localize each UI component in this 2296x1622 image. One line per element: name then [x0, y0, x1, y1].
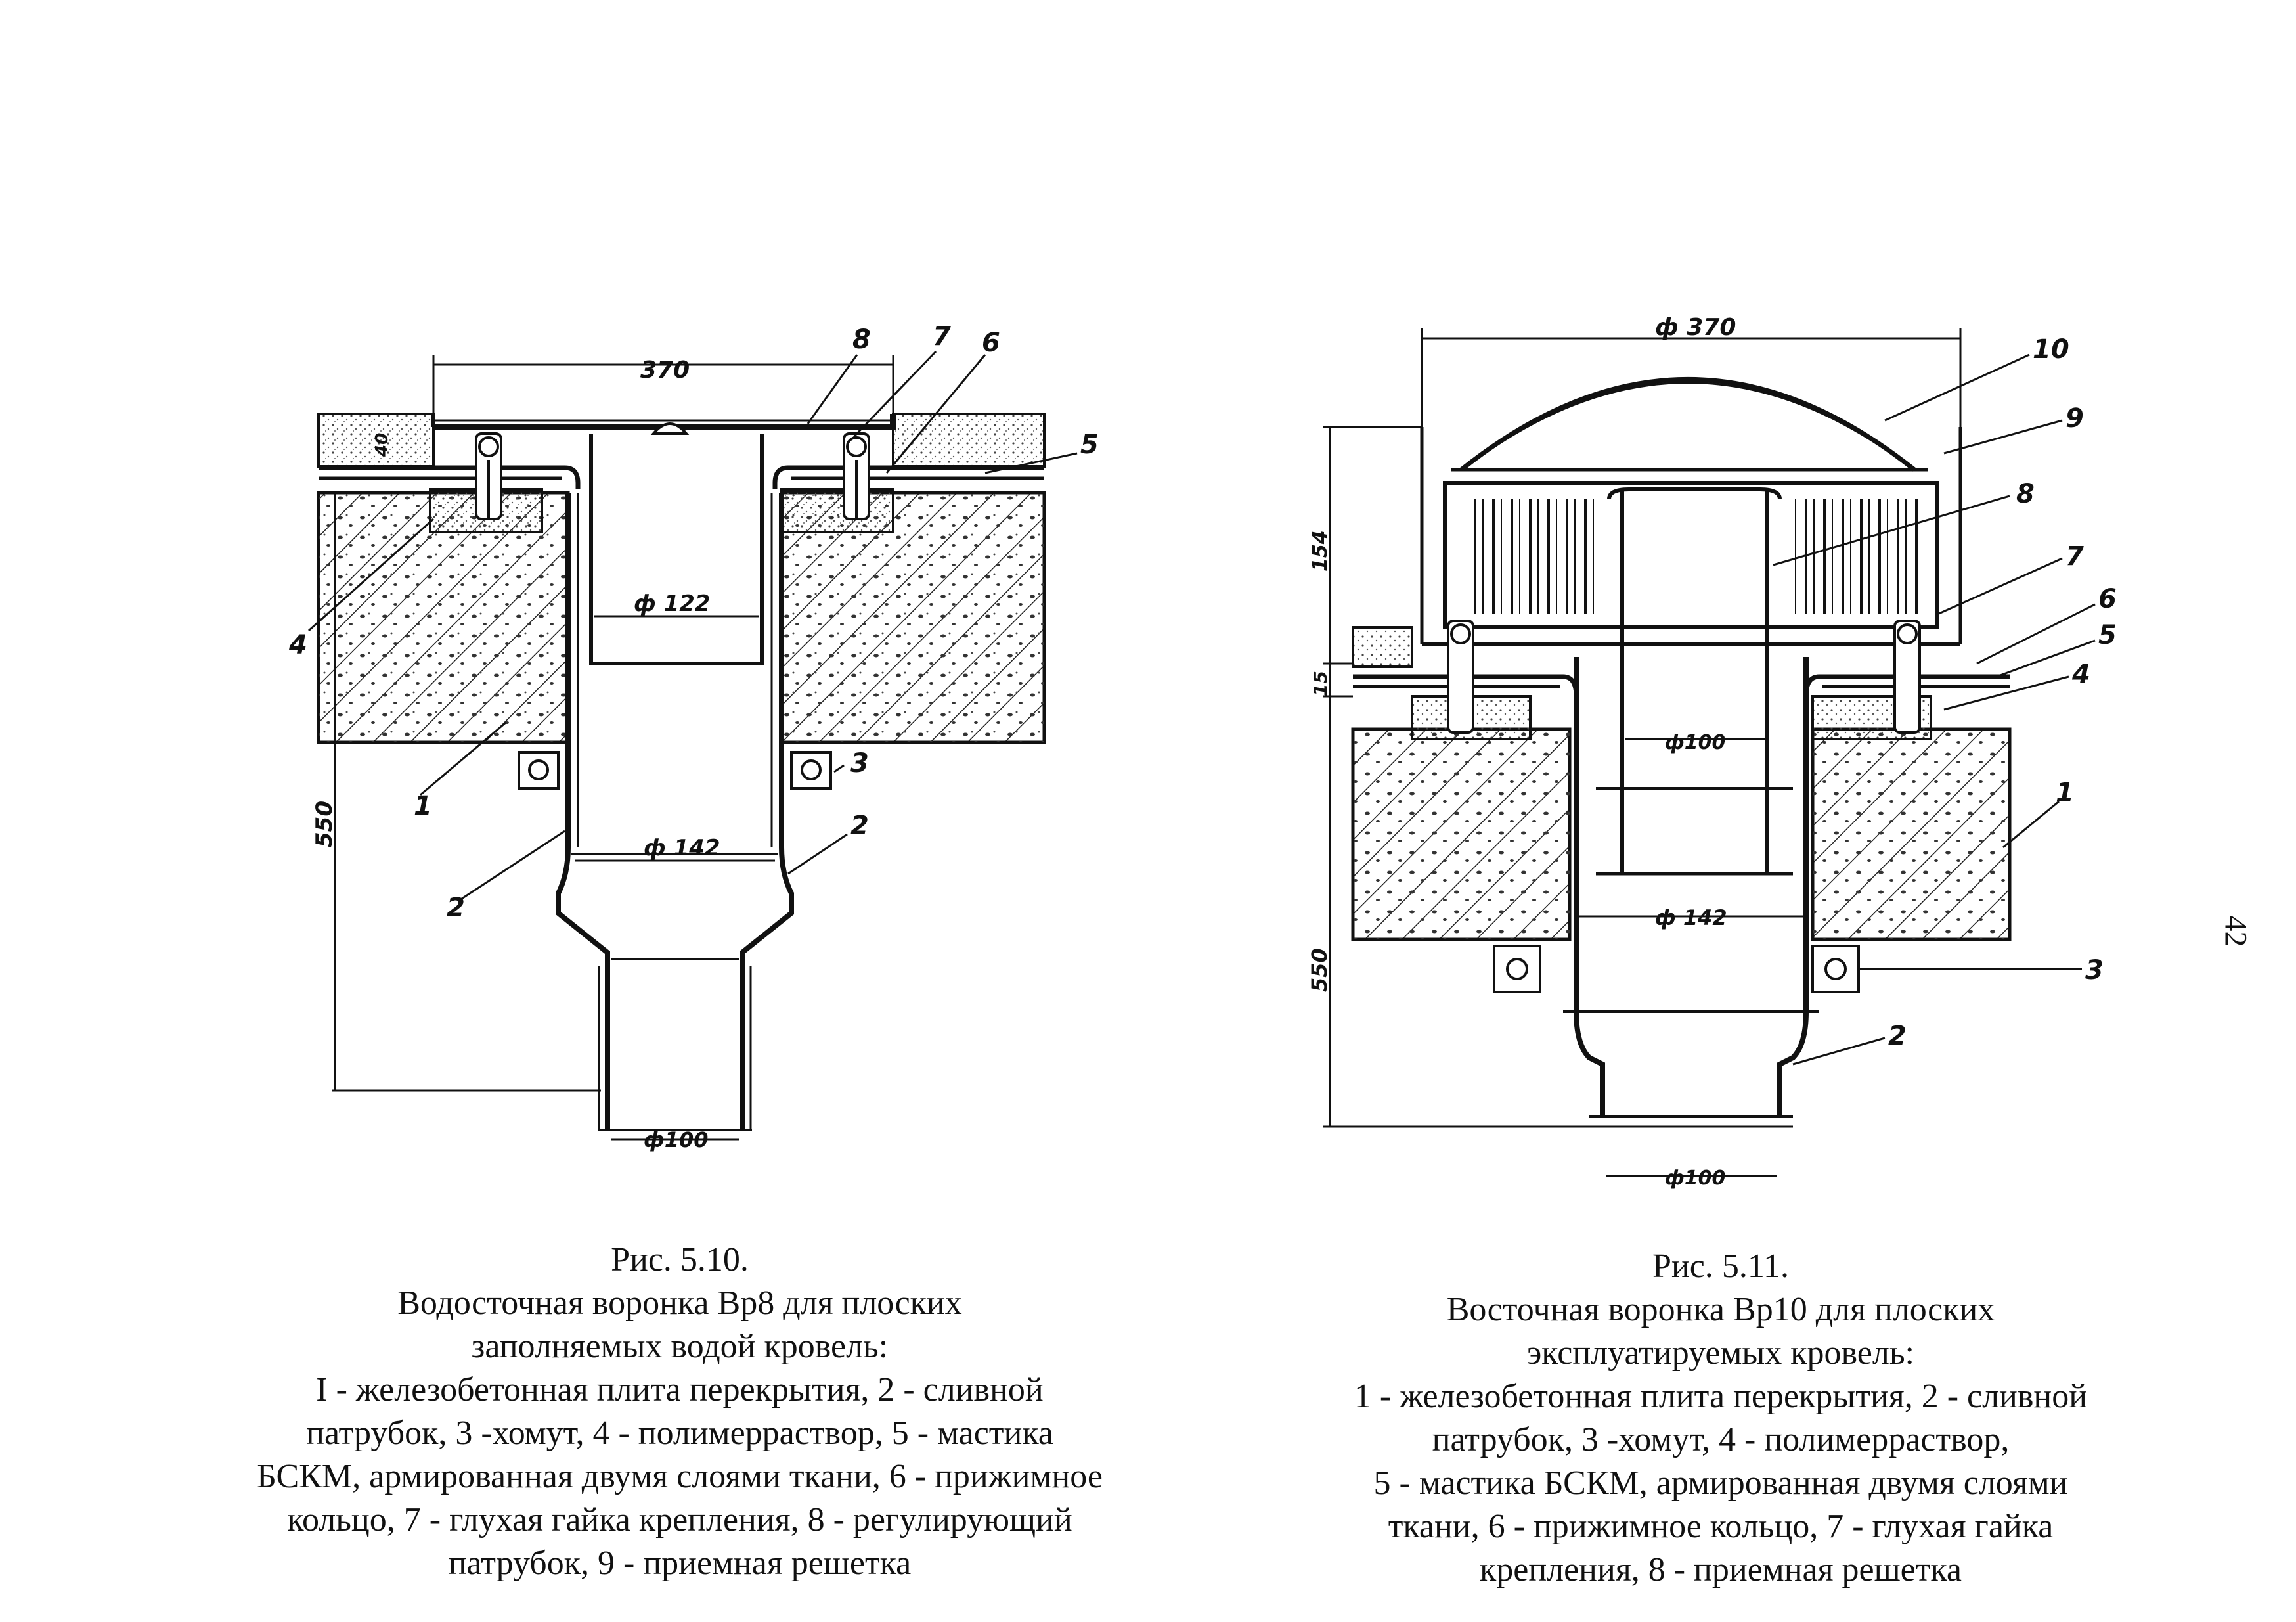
dim-d-bottom: ф100 — [1665, 1167, 1725, 1190]
inner-sleeve — [1596, 487, 1793, 876]
clamp-right — [790, 751, 832, 790]
slab-left — [1351, 727, 1572, 941]
callout-5: 5 — [1080, 430, 1099, 460]
dim-d-inner: ф100 — [1665, 731, 1725, 754]
regulating-sleeve — [431, 414, 896, 665]
caption-line: патрубок, 9 - приемная решетка — [448, 1544, 912, 1582]
caption-line: 5 - мастика БСКМ, армированная двумя сло… — [1373, 1464, 2068, 1502]
callout-3: 3 — [2085, 955, 2104, 985]
funnel-body — [556, 493, 794, 1131]
callout-8: 8 — [852, 325, 871, 355]
caption-line: патрубок, 3 -хомут, 4 - полимерраствор, — [1432, 1421, 2010, 1458]
dome-cover — [1459, 377, 1916, 472]
callout-6: 6 — [2098, 584, 2117, 614]
dim-d-bottom: ф100 — [644, 1127, 709, 1152]
slab-left — [317, 491, 570, 744]
callout-7: 7 — [933, 321, 951, 351]
mastic-membrane — [319, 465, 1044, 489]
caption-line: 1 - железобетонная плита перекрытия, 2 -… — [1354, 1378, 2088, 1415]
slab-right — [780, 491, 1046, 744]
callout-9: 9 — [2065, 403, 2084, 434]
dim-width: 370 — [640, 357, 690, 384]
page-number: 42 — [2218, 915, 2253, 947]
slab-right — [1811, 727, 2012, 941]
dim-layer: 40 — [372, 433, 392, 457]
mortar-right — [780, 488, 894, 533]
bolt-right — [1893, 620, 1921, 734]
bolt-right — [843, 432, 870, 520]
callout-8: 8 — [2016, 479, 2035, 509]
caption-line: Рис. 5.10. — [611, 1241, 749, 1278]
caption-line: Восточная воронка Вр10 для плоских — [1446, 1291, 1995, 1328]
clamp-left — [518, 751, 560, 790]
dim-h-mid: 15 — [1310, 671, 1331, 696]
dim-d-top: ф 122 — [634, 591, 711, 617]
callout-3: 3 — [850, 748, 869, 778]
caption-line: крепления, 8 - приемная решетка — [1479, 1551, 1962, 1588]
funnel-body — [1563, 657, 1819, 1128]
caption-line: эксплуатируемых кровель: — [1526, 1334, 1914, 1372]
callout-1: 1 — [414, 791, 432, 821]
caption-line: заполняемых водой кровель: — [471, 1328, 889, 1365]
caption-figure-5-10: Рис. 5.10. Водосточная воронка Вр8 для п… — [210, 1238, 1149, 1585]
caption-line: Водосточная воронка Вр8 для плоских — [397, 1284, 962, 1322]
caption-line: БСКМ, армированная двумя слоями ткани, 6… — [257, 1458, 1103, 1495]
clamp-right — [1811, 945, 1860, 993]
callout-7: 7 — [2065, 541, 2084, 572]
caption-line: кольцо, 7 - глухая гайка крепления, 8 - … — [287, 1501, 1072, 1539]
bolt-left — [475, 432, 502, 520]
callout-5: 5 — [2098, 620, 2117, 650]
caption-line: патрубок, 3 -хомут, 4 - полимерраствор, … — [306, 1414, 1053, 1452]
callout-10: 10 — [2033, 334, 2069, 365]
caption-line: Рис. 5.11. — [1652, 1248, 1789, 1285]
dim-height: 550 — [311, 801, 338, 847]
dim-d-mid: ф 142 — [644, 835, 720, 861]
figure-5-10-drawing: 370 ф 122 ф 142 ф100 550 40 8 7 6 5 4 1 … — [289, 321, 1099, 1152]
caption-line: ткани, 6 - прижимное кольцо, 7 - глухая … — [1388, 1508, 2054, 1545]
caption-figure-5-11: Рис. 5.11. Восточная воронка Вр10 для пл… — [1274, 1245, 2167, 1592]
dim-height: 550 — [1307, 948, 1332, 992]
bolt-left — [1447, 620, 1474, 734]
dim-h-top: 154 — [1309, 530, 1332, 572]
callout-6: 6 — [982, 328, 1000, 358]
callout-2: 2 — [1888, 1021, 1907, 1051]
callout-2b: 2 — [850, 811, 869, 841]
callout-4: 4 — [289, 630, 307, 660]
callout-2a: 2 — [447, 893, 465, 923]
clamp-left — [1493, 945, 1541, 993]
figure-5-11-drawing: ф 370 154 15 550 ф100 ф 142 ф100 10 9 8 … — [1307, 314, 2117, 1190]
dim-d-mid: ф 142 — [1655, 905, 1727, 930]
receiving-grate — [1420, 427, 1962, 646]
caption-line: I - железобетонная плита перекрытия, 2 -… — [316, 1371, 1044, 1408]
dim-width: ф 370 — [1655, 314, 1736, 341]
callout-4: 4 — [2071, 660, 2090, 690]
callout-1: 1 — [2056, 778, 2074, 808]
